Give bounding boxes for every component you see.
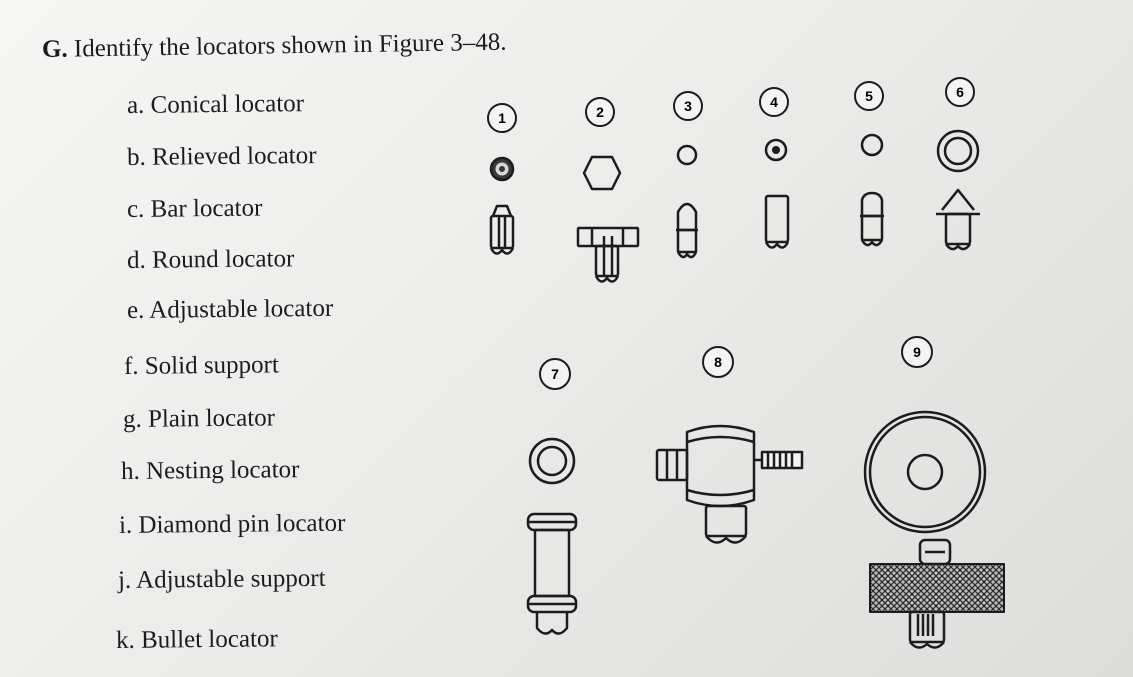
figure-number-5: 5: [854, 81, 884, 111]
locator-9-drawing: [863, 410, 1005, 649]
locator-6-drawing: [936, 129, 980, 251]
svg-text:5: 5: [865, 88, 873, 104]
figure-number-6: 6: [945, 77, 975, 107]
locator-3-drawing: [676, 144, 698, 259]
svg-text:7: 7: [551, 366, 559, 382]
locator-5-drawing: [860, 133, 884, 247]
svg-text:3: 3: [684, 98, 692, 114]
svg-text:8: 8: [714, 354, 722, 370]
svg-text:9: 9: [913, 344, 921, 360]
svg-text:4: 4: [770, 94, 778, 110]
locator-2-drawing: [576, 155, 640, 283]
svg-text:6: 6: [956, 84, 964, 100]
locator-8-drawing: [655, 424, 804, 544]
locator-4-drawing: [764, 138, 790, 249]
figure-number-8: 8: [702, 346, 734, 378]
figure-number-9: 9: [901, 336, 933, 368]
locator-1-drawing: [489, 156, 515, 255]
figure-number-4: 4: [759, 87, 789, 117]
figure-number-3: 3: [673, 91, 703, 121]
svg-text:1: 1: [498, 110, 506, 126]
figure-number-1: 1: [487, 103, 517, 133]
locator-7-drawing: [526, 437, 578, 635]
figure-number-2: 2: [585, 97, 615, 127]
figure-number-7: 7: [539, 358, 571, 390]
svg-text:2: 2: [596, 104, 604, 120]
